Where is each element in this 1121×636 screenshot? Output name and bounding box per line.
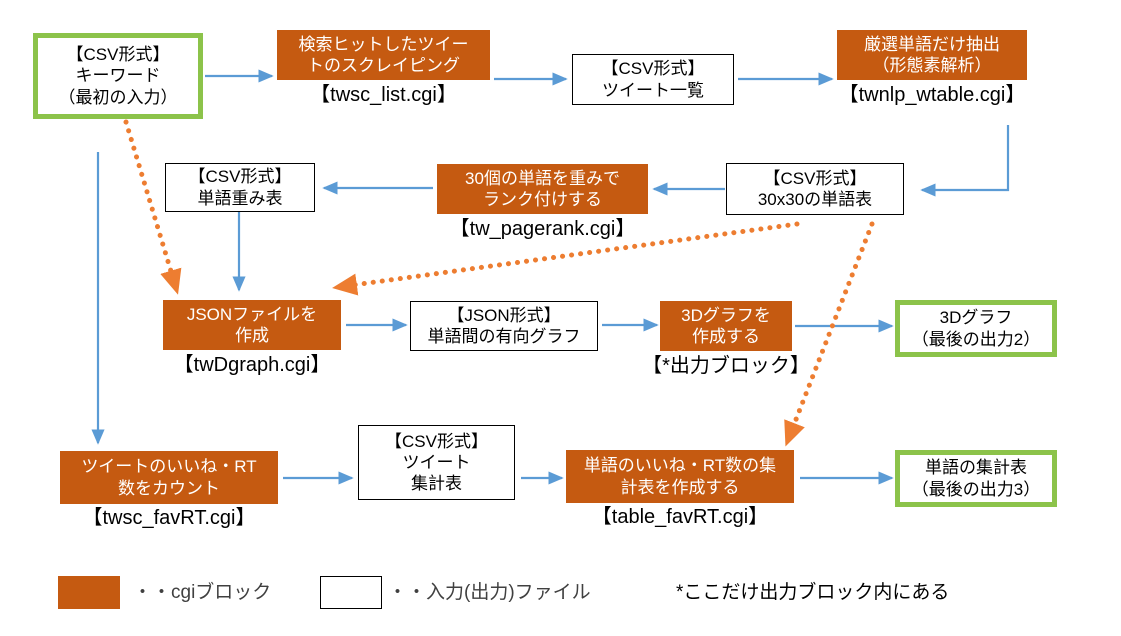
node-line: 【CSV形式】 (66, 45, 170, 65)
node-line: 単語の集計表 (925, 458, 1027, 478)
legend-label-cgi: ・・cgiブロック (133, 582, 272, 603)
caption-twdgraph: 【twDgraph.cgi】 (173, 354, 331, 376)
node-word-weight-table[interactable]: 【CSV形式】 単語重み表 (165, 163, 315, 212)
caption-twsc-list: 【twsc_list.cgi】 (310, 84, 457, 106)
node-make-3d-graph[interactable]: 3Dグラフを 作成する (660, 301, 792, 351)
node-twdgraph[interactable]: JSONファイルを 作成 (163, 300, 341, 350)
caption-tw-pagerank: 【tw_pagerank.cgi】 (449, 218, 636, 240)
node-table-favrt[interactable]: 単語のいいね・RT数の集 計表を作成する (566, 450, 794, 503)
node-line: 数をカウント (117, 478, 220, 498)
node-output-word-summary[interactable]: 単語の集計表 （最後の出力3） (895, 450, 1057, 507)
node-line: キーワード (75, 66, 161, 86)
node-line: 単語重み表 (197, 188, 283, 208)
node-word-table-30x30[interactable]: 【CSV形式】 30x30の単語表 (726, 163, 904, 215)
node-line: 30個の単語を重みで (465, 168, 620, 188)
node-twsc-list[interactable]: 検索ヒットしたツイー トのスクレイピング (277, 30, 490, 80)
node-line: トのスクレイピング (307, 56, 460, 75)
node-line: 3Dグラフ (939, 308, 1013, 328)
node-tw-pagerank[interactable]: 30個の単語を重みで ランク付けする (437, 164, 648, 214)
node-line: 作成 (235, 326, 269, 345)
node-twnlp-wtable[interactable]: 厳選単語だけ抽出 （形態素解析） (837, 30, 1027, 80)
node-line: 【CSV形式】 (188, 167, 292, 187)
node-line: 【CSV形式】 (601, 59, 705, 79)
caption-twsc-favrt: 【twsc_favRT.cgi】 (82, 507, 256, 529)
node-line: JSONファイルを (186, 304, 318, 324)
node-line: （最後の出力2） (911, 329, 1041, 349)
node-line: ツイート (402, 452, 471, 472)
node-line: 単語のいいね・RT数の集 (583, 456, 777, 476)
arrow-twnlp-to-wordtable (920, 125, 1010, 197)
node-line: ツイート一覧 (602, 80, 704, 100)
caption-table-favrt: 【table_favRT.cgi】 (591, 506, 769, 528)
arrow-dotted-wordtable-to-tablefavrt (784, 221, 875, 447)
node-line: 検索ヒットしたツイー (298, 34, 469, 54)
node-line: （形態素解析） (872, 56, 992, 75)
node-line: 集計表 (411, 474, 462, 494)
node-keyword-input[interactable]: 【CSV形式】 キーワード （最初の入力） (33, 33, 203, 119)
node-line: （最初の入力） (58, 87, 178, 107)
node-tweet-summary-table[interactable]: 【CSV形式】 ツイート 集計表 (358, 425, 515, 500)
node-line: （最後の出力3） (911, 479, 1041, 499)
legend-swatch-file (320, 576, 382, 609)
node-line: 厳選単語だけ抽出 (864, 34, 1000, 54)
node-directed-graph-json[interactable]: 【JSON形式】 単語間の有向グラフ (410, 301, 598, 351)
legend-label-file: ・・入力(出力)ファイル (388, 582, 591, 603)
node-line: 3Dグラフを (681, 305, 771, 325)
node-line: 【CSV形式】 (385, 431, 488, 451)
node-twsc-favrt[interactable]: ツイートのいいね・RT 数をカウント (60, 451, 278, 504)
node-line: 作成する (691, 327, 760, 346)
node-line: ツイートのいいね・RT (81, 457, 257, 477)
node-line: 【JSON形式】 (447, 305, 561, 325)
node-output-3d-graph[interactable]: 3Dグラフ （最後の出力2） (895, 300, 1057, 357)
legend-note: *ここだけ出力ブロック内にある (676, 582, 950, 603)
node-line: 30x30の単語表 (757, 190, 873, 209)
legend-swatch-cgi (58, 576, 120, 609)
node-line: 計表を作成する (620, 477, 740, 497)
node-line: ランク付けする (482, 190, 602, 209)
node-line: 【CSV形式】 (763, 168, 867, 188)
node-line: 単語間の有向グラフ (427, 327, 581, 346)
caption-twnlp-wtable: 【twnlp_wtable.cgi】 (838, 84, 1026, 106)
node-tweet-list[interactable]: 【CSV形式】 ツイート一覧 (572, 54, 734, 105)
caption-make-3d-graph: 【*出力ブロック】 (642, 355, 810, 377)
